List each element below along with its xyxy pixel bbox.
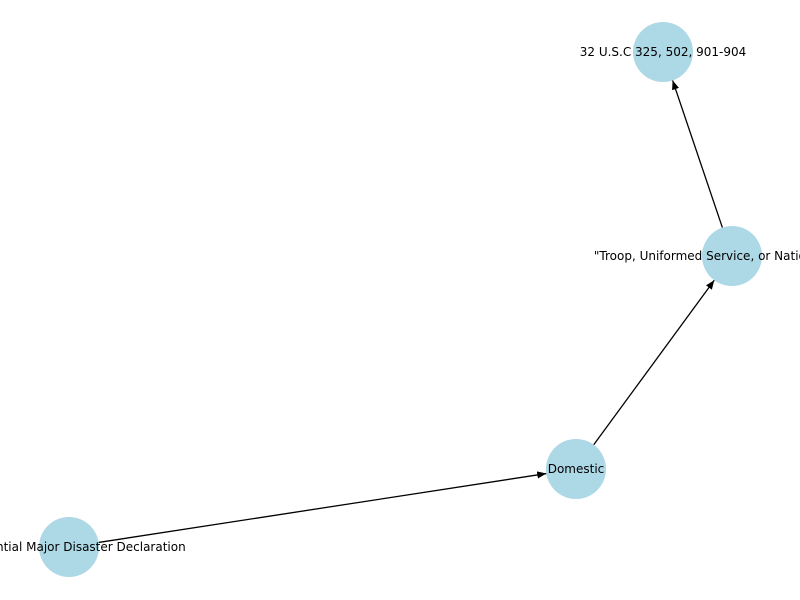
node-presidential-major-disaster-declaration: Presidential Major Disaster Declaration: [0, 517, 186, 577]
node-32-usc-325-502-901-904: 32 U.S.C 325, 502, 901-904: [580, 22, 747, 82]
node-label: "Troop, Uniformed Service, or National G…: [594, 249, 800, 263]
node-circle: [546, 439, 606, 499]
nodes: Presidential Major Disaster Declaration …: [0, 22, 800, 577]
node-domestic: Domestic: [546, 439, 606, 499]
edge-n3-n4: [671, 80, 724, 228]
node-troop-uniformed-service-national-guard: "Troop, Uniformed Service, or National G…: [594, 226, 800, 286]
node-label: 32 U.S.C 325, 502, 901-904: [580, 45, 747, 59]
edge-n1-n2: [98, 471, 547, 544]
node-label: Domestic: [548, 462, 605, 476]
edge-n2-n3: [593, 279, 715, 446]
node-circle: [633, 22, 693, 82]
edges: [98, 80, 724, 544]
node-circle: [39, 517, 99, 577]
node-circle: [702, 226, 762, 286]
node-label: Presidential Major Disaster Declaration: [0, 540, 186, 554]
